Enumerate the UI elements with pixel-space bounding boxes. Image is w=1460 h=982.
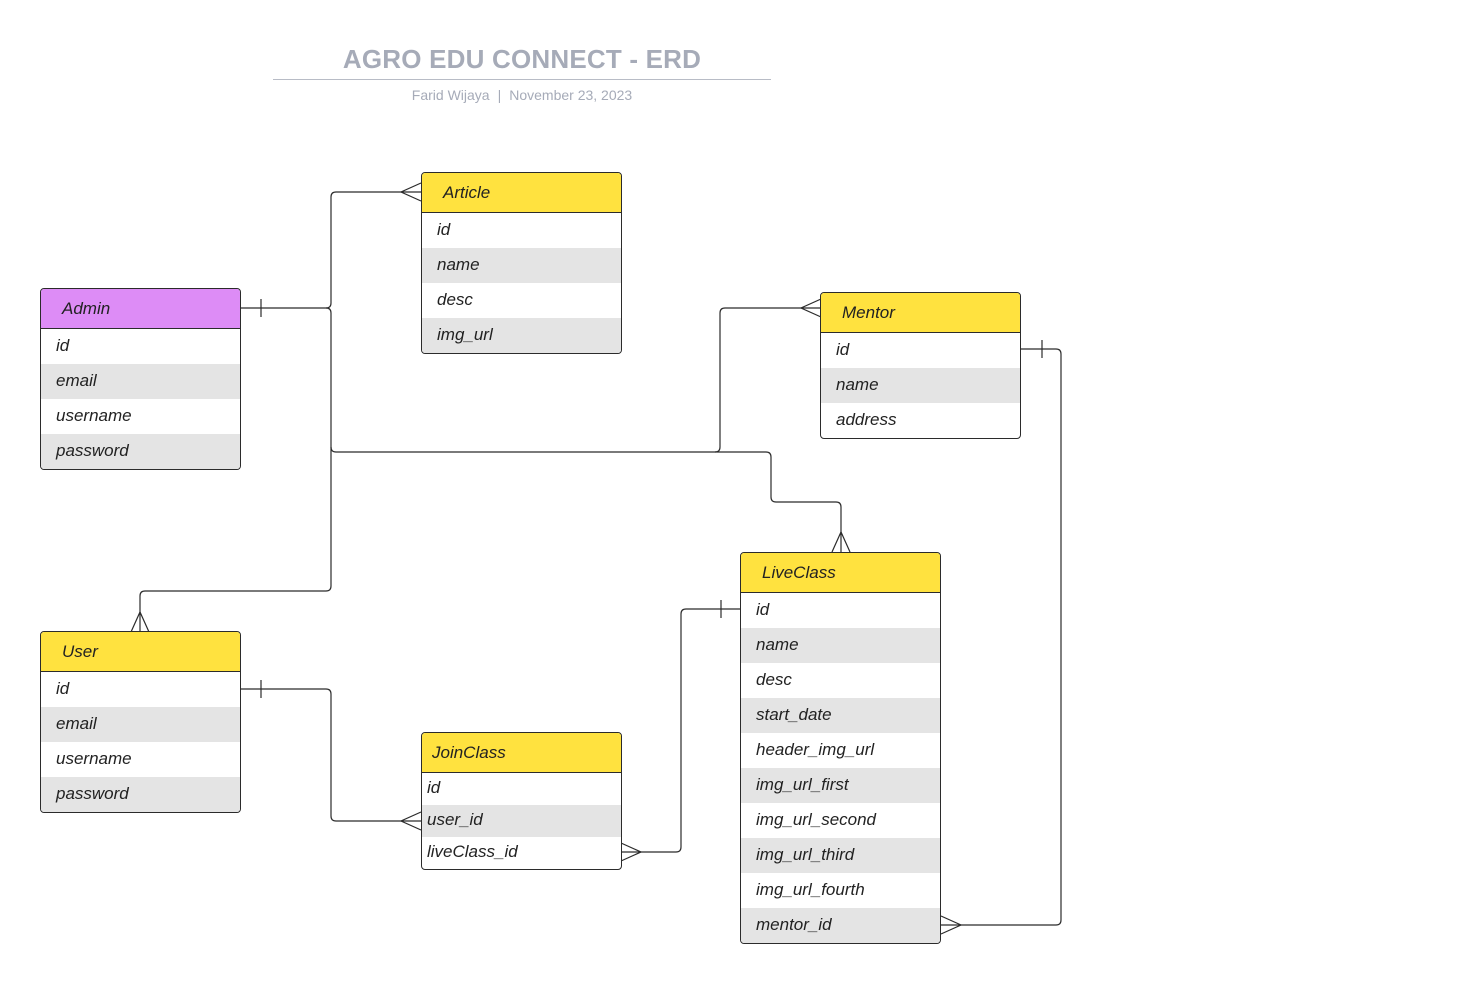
- liveclass-field-start-date: start_date: [741, 698, 940, 733]
- joinclass-field-id: id: [427, 778, 441, 797]
- user-field-email: email: [41, 707, 240, 742]
- user-field-password: password: [41, 777, 240, 812]
- diagram-subtitle: Farid Wijaya | November 23, 2023: [273, 87, 771, 103]
- mentor-field-address: address: [836, 410, 897, 429]
- entity-liveclass-name: LiveClass: [741, 553, 940, 593]
- entity-article[interactable]: Article id name desc img_url: [421, 172, 622, 354]
- liveclass-field-img-url-third: img_url_third: [741, 838, 940, 873]
- user-field-username: username: [56, 749, 132, 768]
- liveclass-field-mentor-id: mentor_id: [741, 908, 940, 943]
- mentor-field-id: id: [836, 340, 850, 359]
- admin-field-email: email: [41, 364, 240, 399]
- subtitle-separator: |: [497, 87, 502, 103]
- entity-user-name: User: [41, 632, 240, 672]
- entity-liveclass[interactable]: LiveClass id name desc start_date header…: [740, 552, 941, 944]
- liveclass-field-desc: desc: [756, 670, 792, 689]
- title-underline: [273, 79, 771, 80]
- liveclass-field-img-url-first: img_url_first: [741, 768, 940, 803]
- entity-admin[interactable]: Admin id email username password: [40, 288, 241, 470]
- liveclass-field-img-url-fourth: img_url_fourth: [756, 880, 865, 899]
- mentor-field-name: name: [821, 368, 1020, 403]
- diagram-title: AGRO EDU CONNECT - ERD: [342, 44, 702, 74]
- entity-article-name: Article: [422, 173, 621, 213]
- admin-field-username: username: [56, 406, 132, 425]
- entity-mentor-name: Mentor: [821, 293, 1020, 333]
- user-field-id: id: [56, 679, 70, 698]
- liveclass-field-header-img-url: header_img_url: [756, 740, 875, 759]
- liveclass-field-id: id: [756, 600, 770, 619]
- entity-joinclass[interactable]: JoinClass id user_id liveClass_id: [421, 732, 622, 870]
- joinclass-field-user-id: user_id: [422, 805, 621, 837]
- admin-field-password: password: [41, 434, 240, 469]
- entity-user[interactable]: User id email username password: [40, 631, 241, 813]
- joinclass-field-liveclass-id: liveClass_id: [427, 842, 518, 861]
- connector-liveclass-joinclass[interactable]: [620, 600, 741, 862]
- connector-admin-article[interactable]: [241, 182, 422, 317]
- liveclass-field-img-url-second: img_url_second: [756, 810, 877, 829]
- article-field-desc: desc: [437, 290, 473, 309]
- liveclass-field-name: name: [741, 628, 940, 663]
- connector-admin-liveclass[interactable]: [715, 451, 851, 553]
- connector-admin-user[interactable]: [130, 447, 332, 633]
- connector-mentor-liveclass[interactable]: [940, 340, 1062, 935]
- diagram-date: November 23, 2023: [509, 87, 633, 103]
- connector-user-joinclass[interactable]: [241, 680, 422, 831]
- article-field-name: name: [422, 248, 621, 283]
- entity-admin-name: Admin: [41, 289, 240, 329]
- entity-mentor[interactable]: Mentor id name address: [820, 292, 1021, 439]
- entity-joinclass-name: JoinClass: [422, 733, 621, 773]
- admin-field-id: id: [56, 336, 70, 355]
- article-field-img-url: img_url: [422, 318, 621, 353]
- author-name: Farid Wijaya: [411, 87, 490, 103]
- article-field-id: id: [437, 220, 451, 239]
